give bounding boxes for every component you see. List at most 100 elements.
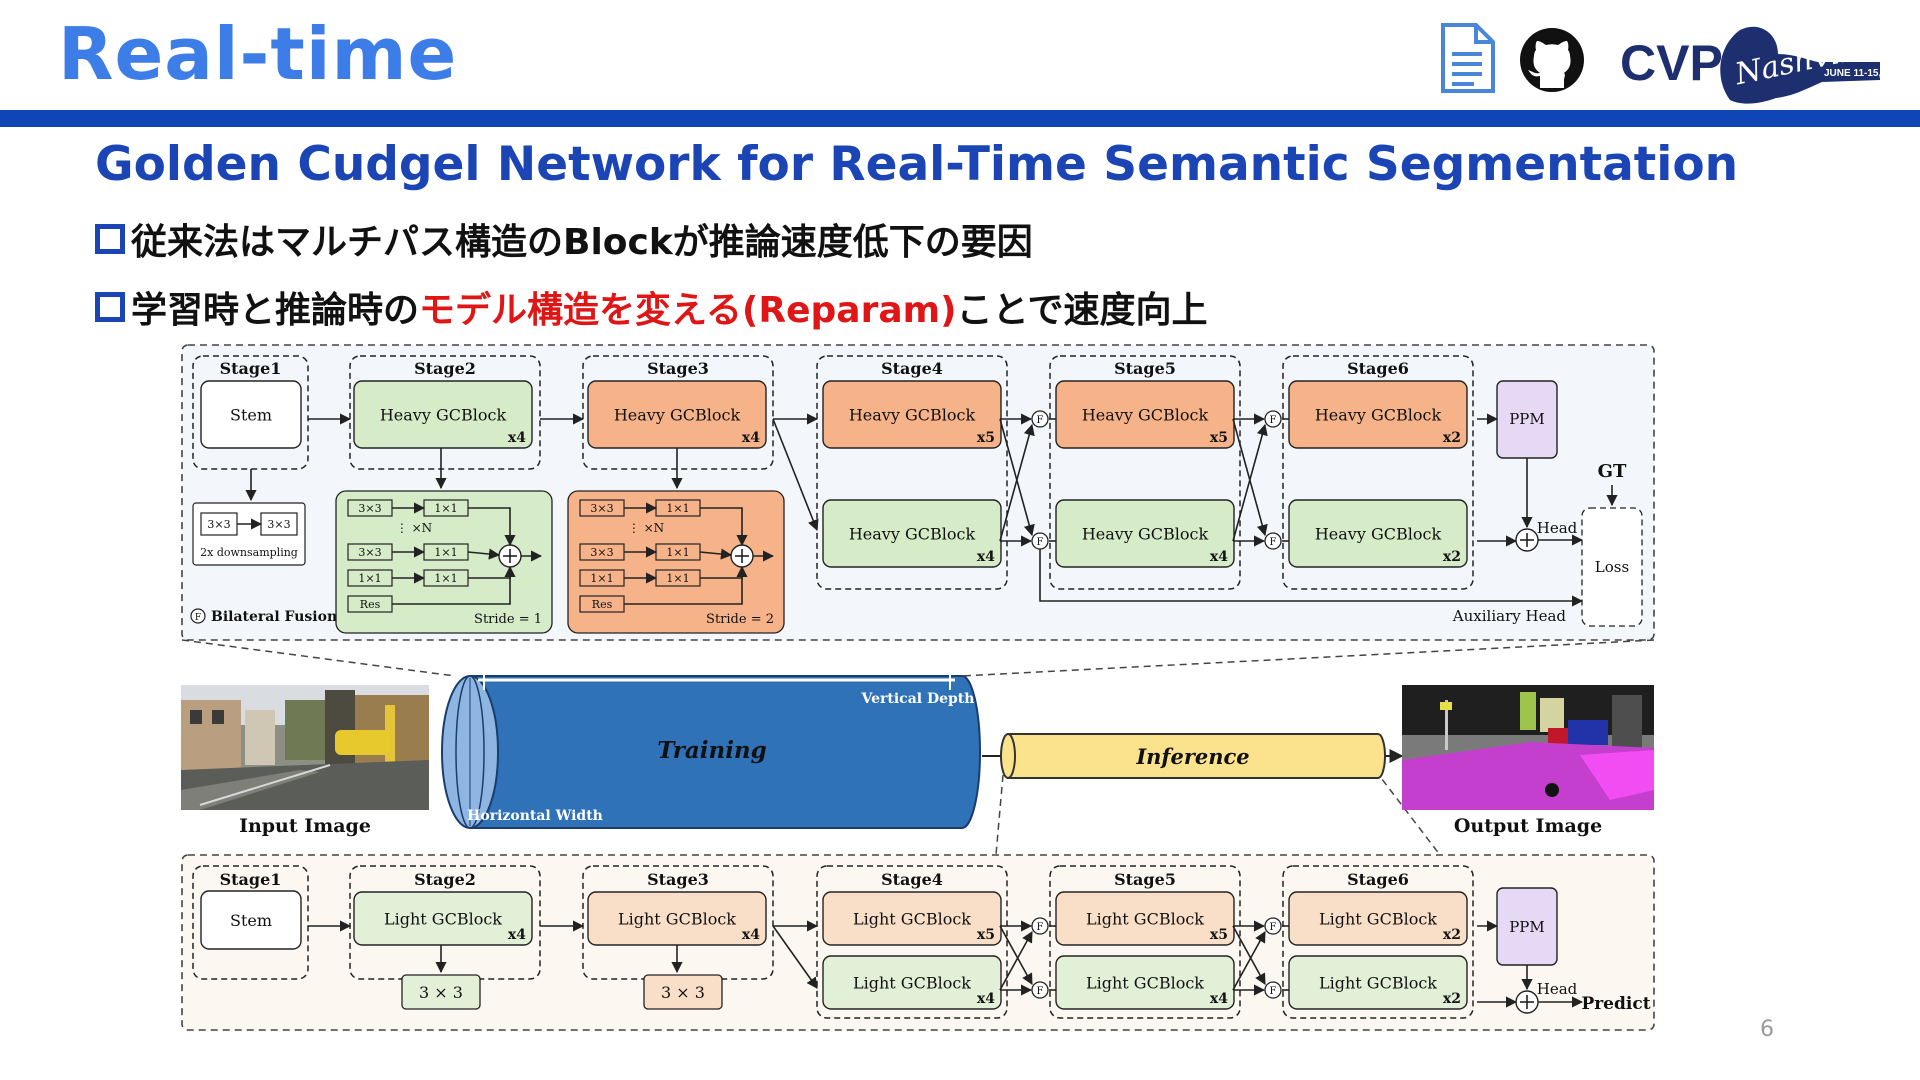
gcblock-detail-s2-stride: Stride = 2 xyxy=(706,612,774,627)
heavy-gcblock-multiplier: x4 xyxy=(742,430,760,446)
gcblock-detail-s2-merge xyxy=(624,567,743,605)
heavy-gcblock-multiplier: x5 xyxy=(977,430,995,446)
head-label: Head xyxy=(1537,519,1578,537)
connector-line xyxy=(1374,769,1441,856)
output-image xyxy=(1402,685,1654,810)
bullet-2-before: 学習時と推論時の xyxy=(131,290,420,331)
fusion-cross-arrow xyxy=(1232,931,1266,991)
light-gcblock-multiplier: x4 xyxy=(508,927,526,943)
light-gcblock-label: Light GCBlock xyxy=(384,910,502,929)
heavy-gcblock-multiplier: x5 xyxy=(1210,430,1228,446)
conv3x3-label: 3 × 3 xyxy=(419,983,463,1002)
stage-frame xyxy=(816,355,1008,590)
heavy-gcblock-label: Heavy GCBlock xyxy=(1082,525,1209,544)
light-gcblock xyxy=(353,891,533,946)
heavy-gcblock-multiplier: x2 xyxy=(1443,430,1461,446)
light-gcblock xyxy=(1288,891,1468,946)
heavy-gcblock-label: Heavy GCBlock xyxy=(849,525,976,544)
gcblock-detail-s2-conv1-label: 1×1 xyxy=(590,572,613,585)
light-gcblock-label: Light GCBlock xyxy=(853,910,971,929)
gcblock-detail-s1-conv1-label: 1×1 xyxy=(358,572,381,585)
fusion-cross-arrow xyxy=(999,925,1033,985)
gcblock-detail-s1-merge xyxy=(392,567,511,605)
github-icon[interactable] xyxy=(1518,26,1586,98)
bilateral-fusion-node-mark: F xyxy=(1270,537,1277,548)
heavy-gcblock xyxy=(822,380,1002,449)
stage-title: Stage4 xyxy=(881,870,943,889)
stage-title: Stage6 xyxy=(1347,870,1409,889)
cvpr-dates: JUNE 11-15, 2025 xyxy=(1824,68,1907,79)
gcblock-detail-s1-conv3-label: 3×3 xyxy=(358,502,381,515)
fusion-cross-arrow xyxy=(999,931,1033,991)
stem-block-label: Stem xyxy=(230,911,272,930)
document-icon[interactable] xyxy=(1440,22,1496,98)
heavy-gcblock xyxy=(1288,499,1468,568)
light-gcblock-multiplier: x4 xyxy=(742,927,760,943)
stem-block xyxy=(200,890,302,950)
gcblock-detail-s2 xyxy=(567,490,785,634)
bullet-box-icon xyxy=(95,224,125,254)
stage-frame xyxy=(349,355,541,470)
fusion-legend-mark: F xyxy=(195,613,201,623)
heavy-gcblock-multiplier: x4 xyxy=(1210,549,1228,565)
heavy-gcblock-label: Heavy GCBlock xyxy=(380,406,507,425)
stage-frame xyxy=(582,865,774,980)
auxiliary-head-label: Auxiliary Head xyxy=(1452,607,1567,625)
gcblock-detail-s1-conv1-label: 1×1 xyxy=(434,502,457,515)
stage-title: Stage2 xyxy=(414,359,476,378)
horizontal-width-label: Horizontal Width xyxy=(467,808,603,824)
light-gcblock xyxy=(1288,955,1468,1010)
output-image-caption: Output Image xyxy=(1454,815,1602,837)
bilateral-fusion-node-mark: F xyxy=(1037,986,1044,997)
bullet-2-after: ことで速度向上 xyxy=(956,290,1208,331)
gcblock-detail-s2-merge xyxy=(699,548,733,560)
head-label: Head xyxy=(1537,980,1578,998)
bilateral-fusion-node-mark: F xyxy=(1037,922,1044,933)
connector-line xyxy=(995,774,1004,856)
gcblock-detail-s2-conv1-label: 1×1 xyxy=(666,572,689,585)
heavy-gcblock xyxy=(1055,380,1235,449)
conv3x3-block xyxy=(401,974,481,1010)
connector-line xyxy=(181,639,456,677)
gcblock-detail-s2-repeat: ⋮ ×N xyxy=(628,521,664,535)
heavy-gcblock-label: Heavy GCBlock xyxy=(849,406,976,425)
conv3x3-label: 3 × 3 xyxy=(661,983,705,1002)
stage-frame xyxy=(349,865,541,980)
conv3x3-block xyxy=(643,974,723,1010)
heavy-gcblock-multiplier: x2 xyxy=(1443,549,1461,565)
light-gcblock-multiplier: x5 xyxy=(977,927,995,943)
loss-block xyxy=(1581,507,1643,627)
downsample-conv-label: 3×3 xyxy=(267,518,290,531)
heavy-gcblock-multiplier: x4 xyxy=(508,430,526,446)
bilateral-fusion-node-mark: F xyxy=(1270,922,1277,933)
vertical-depth-label: Vertical Depth xyxy=(861,691,975,707)
stage-frame xyxy=(582,355,774,470)
page-number: 6 xyxy=(1760,1017,1774,1042)
heavy-gcblock xyxy=(822,499,1002,568)
gcblock-detail-s2-conv1-label: 1×1 xyxy=(666,546,689,559)
auxiliary-head-arrow xyxy=(1039,549,1584,607)
downsample-caption: 2x downsampling xyxy=(200,546,298,559)
light-gcblock-label: Light GCBlock xyxy=(1086,910,1204,929)
gcblock-detail-s1 xyxy=(335,490,553,634)
light-gcblock-multiplier: x2 xyxy=(1443,927,1461,943)
stage-title: Stage3 xyxy=(647,359,709,378)
connector-line xyxy=(961,639,1655,677)
bilateral-fusion-node-mark: F xyxy=(1270,415,1277,426)
gcblock-detail-s2-merge xyxy=(700,507,748,547)
heavy-gcblock-label: Heavy GCBlock xyxy=(1082,406,1209,425)
gt-label: GT xyxy=(1598,461,1627,482)
cvpr-logo: CVPR Nashville JUNE 11-15, 2025 xyxy=(1618,18,1908,112)
paper-title: Golden Cudgel Network for Real-Time Sema… xyxy=(95,137,1739,192)
light-gcblock-multiplier: x2 xyxy=(1443,991,1461,1007)
slide-title: Real-time xyxy=(58,12,458,96)
fusion-cross-arrow xyxy=(1232,925,1266,985)
heavy-gcblock xyxy=(1288,380,1468,449)
stage-frame xyxy=(1282,355,1474,590)
stage-frame xyxy=(1049,355,1241,590)
ppm-label: PPM xyxy=(1509,410,1545,428)
stage-title: Stage4 xyxy=(881,359,943,378)
